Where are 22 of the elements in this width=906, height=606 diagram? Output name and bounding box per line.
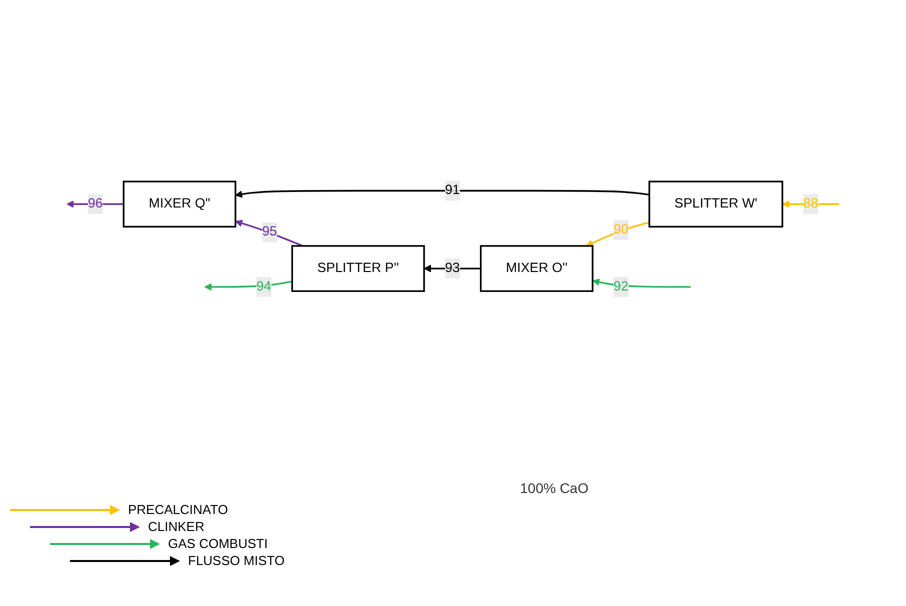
legend-label: FLUSSO MISTO [188, 553, 285, 568]
edge-label: 91 [444, 183, 460, 198]
arrow [235, 220, 304, 247]
arrow [204, 280, 292, 291]
edge-label: 93 [444, 260, 460, 276]
edge-label: 94 [256, 279, 272, 294]
edge-label: 90 [614, 222, 628, 237]
arrow [592, 278, 691, 288]
legend-label: PRECALCINATO [128, 502, 228, 517]
node-box: SPLITTER P'' [291, 245, 425, 292]
edge-label: 96 [88, 196, 103, 211]
node-box: MIXER Q'' [122, 180, 236, 228]
legend-label: CLINKER [148, 519, 204, 534]
node-box: SPLITTER W' [648, 180, 784, 228]
arrow [235, 190, 650, 198]
arrow [586, 221, 650, 246]
note-text: 100% CaO [520, 480, 588, 496]
edge-label: 88 [803, 196, 818, 211]
edge-label: 92 [614, 279, 628, 294]
node-box: MIXER O'' [480, 245, 594, 292]
edge-label: 95 [262, 224, 277, 239]
legend-label: GAS COMBUSTI [168, 536, 268, 551]
